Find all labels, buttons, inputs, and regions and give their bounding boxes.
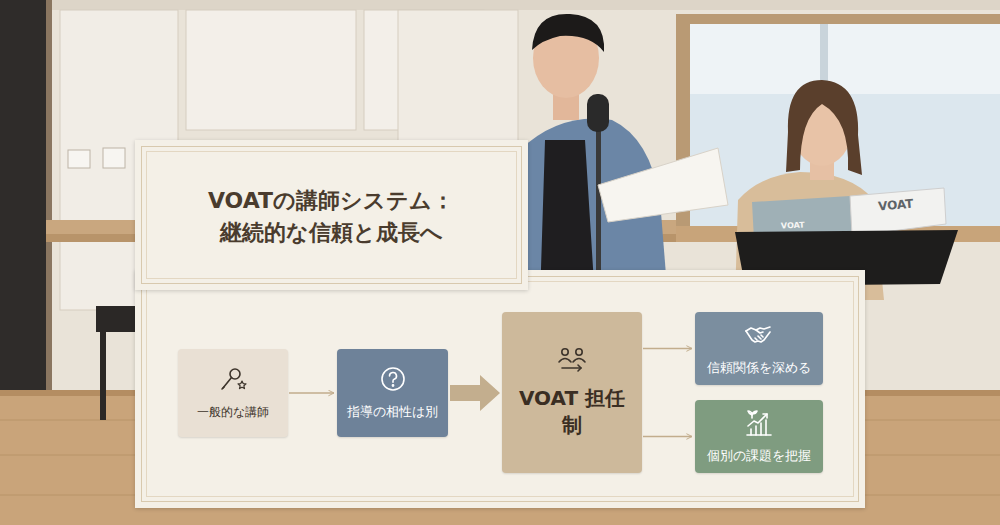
diagram-title: VOATの講師システム： 継続的な信頼と成長へ (207, 185, 455, 249)
node-label: 個別の課題を把握 (707, 448, 811, 465)
node-label: VOAT 担任制 (510, 385, 634, 439)
panel-border (146, 151, 517, 279)
node-label: 指導の相性は別 (347, 404, 438, 421)
issue-box: 指導の相性は別 (337, 349, 448, 437)
result-box: 個別の課題を把握 (695, 400, 823, 473)
node-label: 一般的な講師 (197, 405, 269, 421)
arrow-connector (289, 392, 334, 393)
node-icon (744, 409, 774, 441)
block-arrow (450, 375, 500, 411)
system-box: VOAT 担任制 (502, 312, 642, 473)
start-box: 一般的な講師 (178, 349, 288, 437)
node-label: 信頼関係を深める (707, 360, 811, 377)
node-icon (218, 366, 248, 398)
node-icon (744, 321, 774, 353)
result-box: 信頼関係を深める (695, 312, 823, 385)
booklet-print: VOAT (781, 221, 805, 230)
title-panel (135, 140, 528, 290)
node-icon (557, 346, 587, 378)
panel-border (141, 146, 522, 284)
booklet-print: VOAT (878, 197, 914, 212)
node-icon (378, 365, 408, 397)
arrow-connector (643, 436, 692, 437)
arrow-connector (643, 348, 692, 349)
